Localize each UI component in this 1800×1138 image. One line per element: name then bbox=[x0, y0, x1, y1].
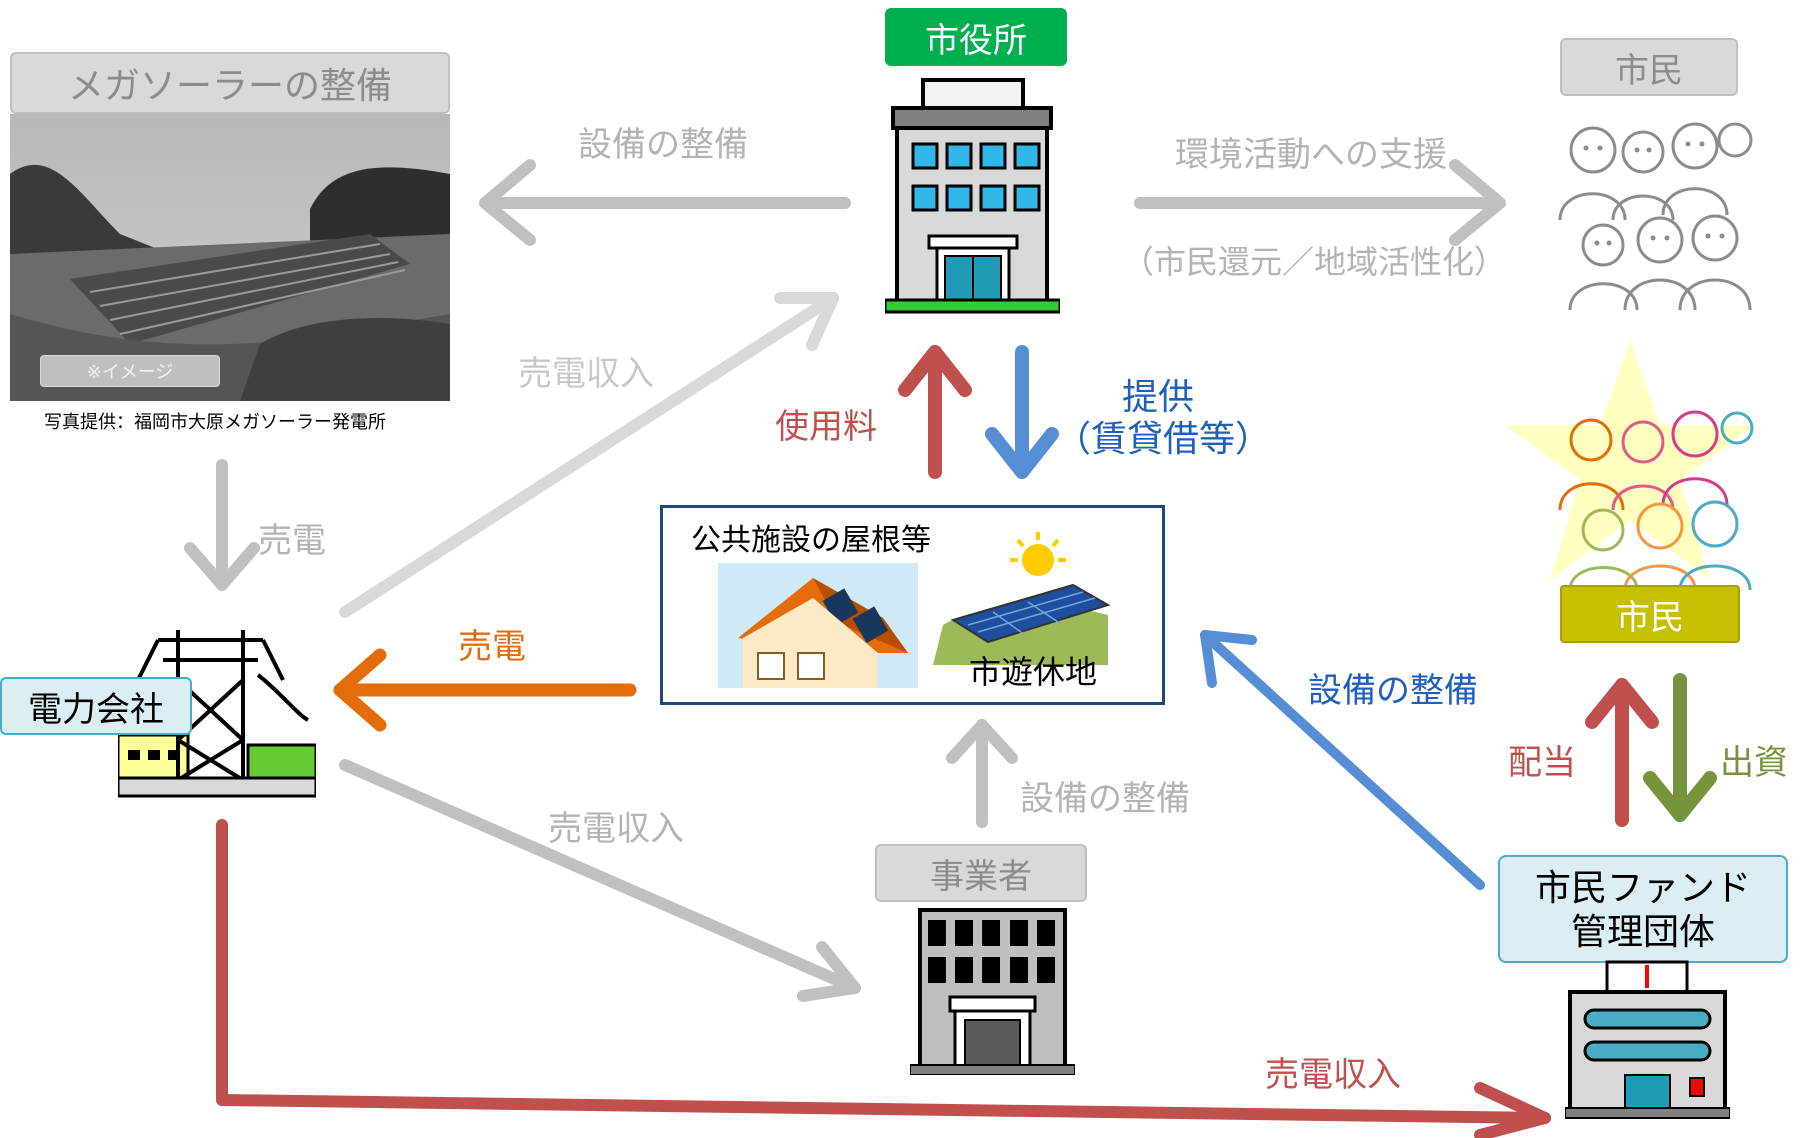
label-facility-to-cityhall: 使用料 bbox=[775, 407, 877, 447]
label-megasolar-to-power: 売電 bbox=[258, 521, 326, 561]
fund-building-icon bbox=[1565, 960, 1730, 1119]
label-business-to-facility: 設備の整備 bbox=[1020, 779, 1190, 819]
arrow-power-to-cityhall bbox=[339, 292, 839, 618]
arrow-facility-to-power bbox=[333, 648, 637, 732]
arrow-citizens-to-fund bbox=[1643, 673, 1717, 822]
fund-label: 市民ファンド 管理団体 bbox=[1498, 855, 1788, 963]
citizens-highlight-star bbox=[1505, 340, 1755, 580]
city-hall-building-icon bbox=[885, 78, 1060, 314]
arrow-power-to-fund bbox=[216, 819, 1551, 1138]
arrow-cityhall-to-megasolar bbox=[479, 159, 851, 246]
arrow-cityhall-to-facility bbox=[985, 345, 1059, 479]
house-solar-icon bbox=[718, 563, 918, 688]
photo-credit: 写真提供：福岡市大原メガソーラー発電所 bbox=[44, 412, 386, 433]
arrow-business-to-facility bbox=[946, 719, 1018, 828]
citizens-bottom-label: 市民 bbox=[1560, 585, 1740, 643]
solar-field-icon bbox=[933, 532, 1111, 665]
idle-land-label: 市遊休地 bbox=[969, 653, 1098, 691]
label-cityhall-to-megasolar: 設備の整備 bbox=[578, 125, 748, 165]
citizens-color-icon bbox=[1558, 410, 1754, 590]
arrow-megasolar-to-power bbox=[184, 459, 260, 591]
arrow-fund-to-facility bbox=[1200, 630, 1485, 890]
power-company-label: 電力会社 bbox=[0, 677, 192, 735]
label-fund-to-facility: 設備の整備 bbox=[1308, 671, 1478, 711]
mega-solar-title: メガソーラーの整備 bbox=[10, 52, 450, 114]
label-cityhall-to-facility-1: 提供 bbox=[1122, 377, 1195, 418]
label-fund-to-citizens: 配当 bbox=[1508, 743, 1576, 783]
mega-solar-photo bbox=[10, 114, 450, 401]
business-building-icon bbox=[910, 908, 1075, 1075]
label-power-to-business: 売電収入 bbox=[548, 809, 684, 849]
label-facility-to-power: 売電 bbox=[458, 627, 526, 667]
label-cityhall-to-facility-2: （賃貸借等） bbox=[1055, 419, 1272, 460]
label-power-to-cityhall: 売電収入 bbox=[518, 354, 654, 394]
public-facilities-panel: 公共施設の屋根等 市遊休地 bbox=[660, 505, 1165, 705]
public-facilities-title: 公共施設の屋根等 bbox=[691, 523, 931, 558]
label-cityhall-to-citizens: 環境活動への支援 bbox=[1175, 135, 1447, 175]
fund-label-line1: 市民ファンド bbox=[1534, 868, 1751, 909]
citizens-gray-icon bbox=[1558, 122, 1753, 310]
label-citizens-to-fund: 出資 bbox=[1720, 743, 1788, 783]
arrow-power-to-business bbox=[339, 759, 861, 1002]
citizens-top-label: 市民 bbox=[1560, 38, 1738, 96]
arrow-cityhall-to-citizens bbox=[1134, 159, 1506, 246]
arrow-facility-to-cityhall bbox=[898, 345, 972, 479]
fund-label-line2: 管理団体 bbox=[1570, 912, 1715, 953]
label-cityhall-to-citizens-sub: （市民還元／地域活性化） bbox=[1122, 243, 1507, 281]
business-label: 事業者 bbox=[875, 844, 1087, 902]
arrow-fund-to-citizens bbox=[1585, 678, 1659, 827]
label-power-to-fund: 売電収入 bbox=[1265, 1055, 1401, 1095]
city-hall-label: 市役所 bbox=[885, 8, 1067, 66]
photo-caption: ※イメージ bbox=[40, 355, 220, 387]
